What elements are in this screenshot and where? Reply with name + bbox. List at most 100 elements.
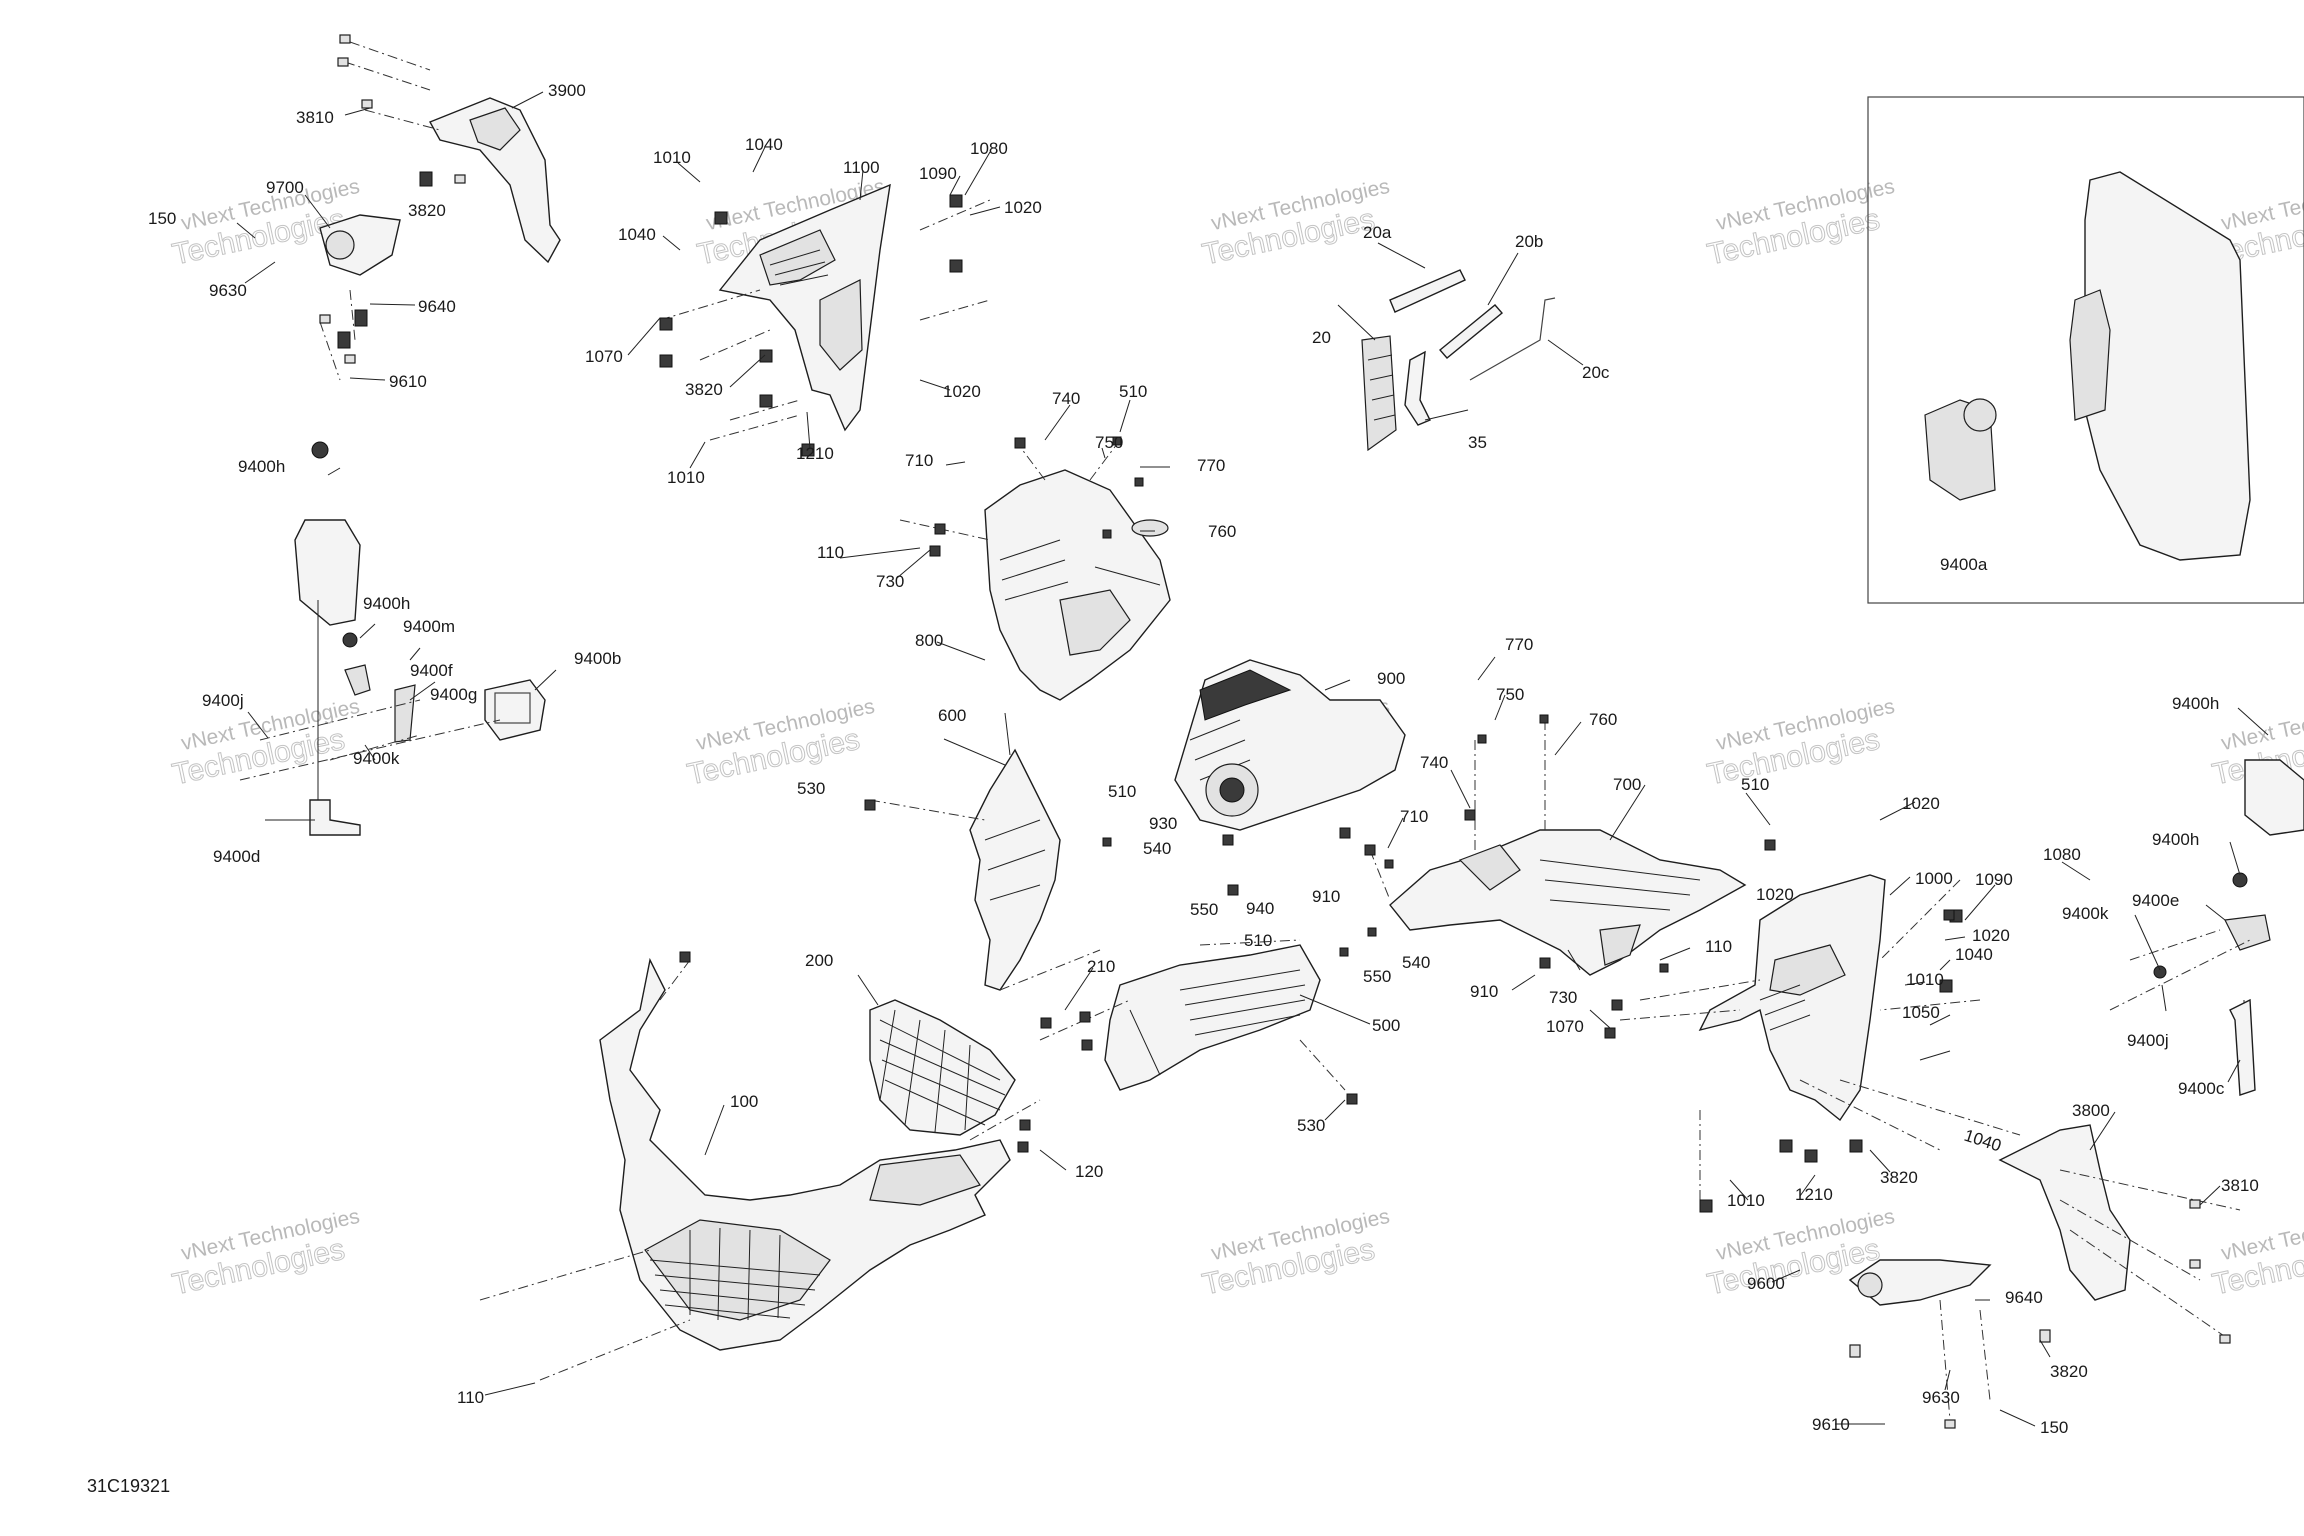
callout-770: 770 [1505, 635, 1533, 654]
callout-700: 700 [1613, 775, 1641, 794]
callout-9610: 9610 [1812, 1415, 1850, 1434]
callout-3810: 3810 [2221, 1176, 2259, 1195]
callout-510: 510 [1108, 782, 1136, 801]
callout-510: 510 [1741, 775, 1769, 794]
callout-910: 910 [1312, 887, 1340, 906]
callout-3820: 3820 [2050, 1362, 2088, 1381]
callout-3820: 3820 [1880, 1168, 1918, 1187]
inset-mirror-box [1867, 96, 2304, 604]
callout-120: 120 [1075, 1162, 1103, 1181]
drawing-code: 31C19321 [87, 1476, 170, 1496]
callout-110: 110 [1705, 937, 1732, 956]
callout-1010: 1010 [1906, 970, 1944, 989]
callout-600: 600 [938, 706, 966, 725]
callout-710: 710 [1400, 807, 1428, 826]
tool-kit [1361, 269, 1556, 452]
callout-910: 910 [1470, 982, 1498, 1001]
callout-1070: 1070 [1546, 1017, 1584, 1036]
callout-1010: 1010 [653, 148, 691, 167]
callout-9640: 9640 [2005, 1288, 2043, 1307]
mirror-assembly-left [239, 441, 546, 836]
callout-9400f: 9400f [410, 661, 453, 680]
callout-9400d: 9400d [213, 847, 260, 866]
mirror-assembly-right [2109, 759, 2304, 1096]
callout-9400h: 9400h [363, 594, 410, 613]
callout-530: 530 [1297, 1116, 1325, 1135]
callout-740: 740 [1420, 753, 1448, 772]
callout-740: 740 [1052, 389, 1080, 408]
callout-760: 760 [1208, 522, 1236, 541]
callout-9400h: 9400h [238, 457, 285, 476]
grille-200 [869, 999, 1016, 1136]
callout-1020: 1020 [1902, 794, 1940, 813]
callout-9400h: 9400h [2152, 830, 2199, 849]
callout-3810: 3810 [296, 108, 334, 127]
callout-labels: 3900 3810 3820 9700 150 9630 9640 9610 1… [148, 81, 2259, 1437]
side-panel-right [1619, 874, 2021, 1213]
callout-530: 530 [797, 779, 825, 798]
callout-750: 750 [1496, 685, 1524, 704]
callout-9400h: 9400h [2172, 694, 2219, 713]
callout-9400e: 9400e [2132, 891, 2179, 910]
callout-900: 900 [1377, 669, 1405, 688]
callout-760: 760 [1589, 710, 1617, 729]
mirror-bracket-assembly-right [1848, 1124, 2241, 1429]
callout-730: 730 [876, 572, 904, 591]
callout-540: 540 [1402, 953, 1430, 972]
callout-20a: 20a [1363, 223, 1392, 242]
callout-940: 940 [1246, 899, 1274, 918]
callout-1010: 1010 [1727, 1191, 1765, 1210]
callout-1000: 1000 [1915, 869, 1953, 888]
callout-1090: 1090 [1975, 870, 2013, 889]
callout-35: 35 [1468, 433, 1487, 452]
callout-1040: 1040 [745, 135, 783, 154]
callout-1020: 1020 [1004, 198, 1042, 217]
callout-1080: 1080 [2043, 845, 2081, 864]
callout-3900: 3900 [548, 81, 586, 100]
callout-550: 550 [1190, 900, 1218, 919]
callout-1210: 1210 [1795, 1185, 1833, 1204]
callout-9610: 9610 [389, 372, 427, 391]
callout-110: 110 [457, 1388, 484, 1407]
callout-9400c: 9400c [2178, 1079, 2225, 1098]
callout-1090: 1090 [919, 164, 957, 183]
vent-panel-500 [1039, 939, 1346, 1091]
callout-150: 150 [2040, 1418, 2068, 1437]
callout-750: 750 [1095, 433, 1123, 452]
callout-9400b: 9400b [574, 649, 621, 668]
callout-150: 150 [148, 209, 176, 228]
callout-3820: 3820 [685, 380, 723, 399]
callout-930: 930 [1149, 814, 1177, 833]
callout-1100: 1100 [843, 158, 880, 177]
mirror-bracket-assembly-left [319, 34, 561, 381]
callout-730: 730 [1549, 988, 1577, 1007]
callout-540: 540 [1143, 839, 1171, 858]
front-fascia-100 [479, 957, 1041, 1381]
callout-1040: 1040 [1955, 945, 1993, 964]
callout-110: 110 [817, 543, 844, 562]
callout-1070: 1070 [585, 347, 623, 366]
callout-3820: 3820 [408, 201, 446, 220]
callout-9630: 9630 [1922, 1388, 1960, 1407]
callout-20c: 20c [1582, 363, 1610, 382]
callout-9600: 9600 [1747, 1274, 1785, 1293]
callout-100: 100 [730, 1092, 758, 1111]
callout-1020: 1020 [943, 382, 981, 401]
callout-9400j: 9400j [202, 691, 244, 710]
callout-3800: 3800 [2072, 1101, 2110, 1120]
callout-210: 210 [1087, 957, 1115, 976]
callout-200: 200 [805, 951, 833, 970]
side-panel-left [659, 183, 991, 457]
callout-9400a: 9400a [1940, 555, 1988, 574]
duct-panel-600 [869, 748, 1101, 991]
callout-1210: 1210 [796, 444, 834, 463]
callout-1020: 1020 [1756, 885, 1794, 904]
callout-9400k: 9400k [2062, 904, 2109, 923]
callout-550: 550 [1363, 967, 1391, 986]
